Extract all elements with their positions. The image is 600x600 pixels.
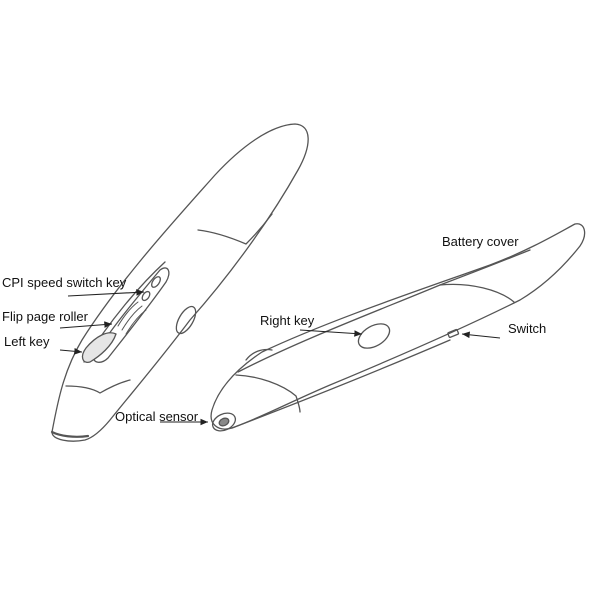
arrow-left-key (59, 348, 83, 355)
label-battery-cover: Battery cover (442, 234, 519, 249)
label-flip-page-roller: Flip page roller (2, 309, 88, 324)
arrow-flip-page-roller (59, 321, 113, 329)
label-cpi-speed-switch-key: CPI speed switch key (2, 275, 127, 290)
right-pen-bottom-line (231, 339, 451, 429)
right-pen-top-ridge (237, 249, 531, 373)
label-optical-sensor: Optical sensor (115, 409, 199, 424)
right-pen-body-outline (210, 223, 586, 430)
optical-sensor-lens (218, 417, 230, 427)
right-pen-battery-seam (439, 283, 515, 303)
right-key-shape (357, 323, 391, 349)
label-switch: Switch (508, 321, 547, 336)
right-pen (210, 223, 586, 432)
switch-shape (447, 328, 460, 339)
left-pen-body-outline (51, 123, 309, 442)
left-pen (50, 123, 309, 442)
label-arrows (59, 289, 501, 426)
flip-page-roller-shape (117, 301, 147, 335)
left-pen-tip-cap (50, 430, 90, 438)
right-pen-front-seam (235, 374, 301, 413)
label-left-key: Left key (4, 334, 50, 349)
label-right-key: Right key (260, 313, 315, 328)
left-pen-lower-seam (65, 379, 131, 394)
arrow-cpi-speed-switch-key (67, 289, 145, 297)
left-pen-button-strip (93, 267, 170, 363)
left-pen-top-seam (197, 213, 273, 245)
optical-sensor-shape (211, 412, 237, 432)
arrow-switch (461, 331, 501, 339)
right-pen-rear-key (245, 348, 273, 361)
arrow-right-key (299, 329, 363, 337)
cpi-key-shape (151, 276, 161, 288)
left-pen-side-oval (175, 305, 197, 335)
left-key-shape (81, 332, 117, 363)
